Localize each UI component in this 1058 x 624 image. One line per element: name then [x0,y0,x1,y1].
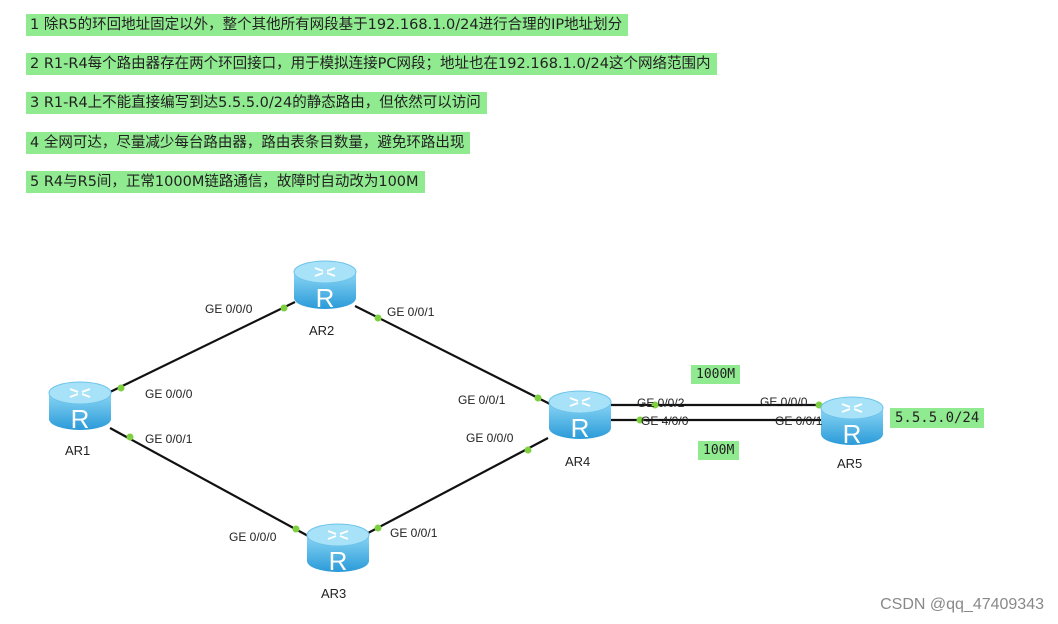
link-ar2-ar4 [354,305,551,405]
if-ar2-g1: GE 0/0/1 [387,305,435,319]
router-label-ar1: AR1 [65,443,91,458]
router-label-ar4: AR4 [565,454,591,469]
if-ar2-g0: GE 0/0/0 [205,302,253,316]
requirement-2: 2 R1-R4每个路由器存在两个环回接口，用于模拟连接PC网段；地址也在192.… [26,53,717,75]
link-ar3-ar4 [367,437,549,534]
router-icon-ar1 [48,381,112,435]
if-ar4-g2: GE 0/0/2 [637,396,685,410]
router-icon-ar2 [293,260,357,314]
if-ar4-g1: GE 0/0/1 [458,393,506,407]
link-ar1-ar2 [109,301,296,393]
requirement-1: 1 除R5的环回地址固定以外，整个其他所有网段基于192.168.1.0/24进… [26,14,629,36]
requirement-3: 3 R1-R4上不能直接编写到达5.5.5.0/24的静态路由，但依然可以访问 [26,92,487,114]
router-label-ar2: AR2 [309,323,335,338]
if-ar3-g0: GE 0/0/0 [229,530,277,544]
link-ar1-ar3 [109,427,311,538]
router-label-ar5: AR5 [837,456,863,471]
tag-1000m: 1000M [691,365,741,384]
if-ar5-g1: GE 0/0/1 [775,414,823,428]
router-icon-ar4 [548,390,612,444]
tag-loopback: 5.5.5.0/24 [890,408,985,428]
router-icon-ar5 [820,396,884,450]
router-icon-ar3 [306,523,370,577]
requirement-5: 5 R4与R5间，正常1000M链路通信，故障时自动改为100M [26,171,425,193]
if-ar1-g1: GE 0/0/1 [145,432,193,446]
requirement-4: 4 全网可达，尽量减少每台路由器，路由表条目数量，避免环路出现 [26,132,471,154]
router-label-ar3: AR3 [321,586,347,601]
if-ar5-g0: GE 0/0/0 [760,395,808,409]
tag-100m: 100M [698,441,740,460]
if-ar4-g4: GE 4/0/0 [641,414,689,428]
watermark: CSDN @qq_47409343 [880,596,1044,613]
if-ar3-g1: GE 0/0/1 [390,526,438,540]
if-ar1-g0: GE 0/0/0 [145,387,193,401]
if-ar4-g0: GE 0/0/0 [466,431,514,445]
